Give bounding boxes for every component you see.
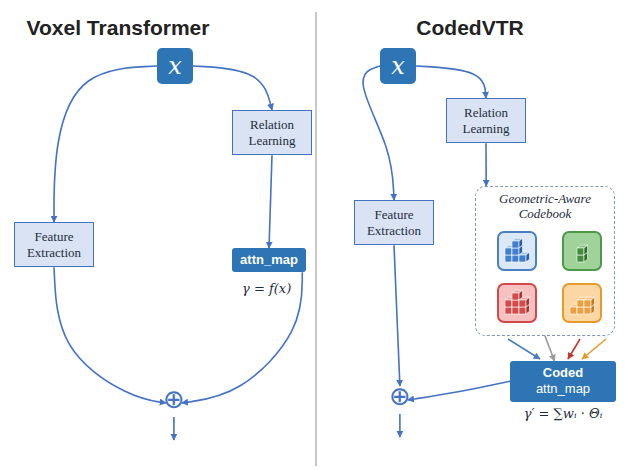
voxel-cube — [591, 297, 595, 307]
voxel-cube — [512, 307, 519, 314]
attention-box: attn_map — [232, 248, 306, 272]
codebook-icons — [498, 232, 601, 322]
codebook-icon — [563, 284, 601, 322]
process-box: Feature Extraction — [14, 222, 94, 267]
formula: γ′ = ∑wᵢ · Θᵢ — [522, 406, 605, 421]
node-text: x — [168, 54, 182, 78]
node-text: Relation Learning — [451, 105, 521, 136]
voxel-cube — [577, 307, 584, 314]
node-text: Feature Extraction — [359, 207, 429, 238]
voxel-cube — [584, 307, 591, 314]
voxel-cube — [577, 255, 584, 262]
voxel-cube — [519, 307, 526, 314]
panel-title: CodedVTR — [414, 16, 525, 40]
flow-arrow — [182, 272, 303, 403]
input-box: x — [380, 48, 416, 84]
node-text: Relation Learning — [237, 117, 307, 148]
flow-arrow — [545, 336, 555, 361]
output-arrow — [399, 414, 401, 437]
codebook-icon — [498, 232, 536, 270]
icon-tile — [563, 284, 601, 322]
input-box: x — [157, 48, 193, 84]
voxel-cube — [570, 307, 577, 314]
node-text: Geometric-Aware Codebook — [482, 192, 608, 222]
flow-arrow — [394, 245, 400, 386]
sum-symbol: ⊕ — [163, 386, 185, 420]
sum-symbol: ⊕ — [389, 383, 411, 417]
flow-arrow — [54, 66, 157, 222]
voxel-cube — [584, 300, 591, 307]
flow-arrow — [363, 66, 394, 200]
voxel-cube — [505, 300, 512, 307]
node-text: attn_map — [514, 381, 612, 397]
node-text: ⊕ — [163, 386, 185, 412]
codebook-icon — [563, 232, 601, 270]
voxel-cube — [512, 248, 519, 255]
flow-arrow — [269, 155, 272, 248]
flow-arrow — [193, 66, 272, 110]
node-text: attn_map — [236, 252, 302, 268]
voxel-cube — [526, 252, 530, 262]
flow-arrow — [54, 267, 166, 403]
icon-tile — [498, 232, 536, 270]
icon-tile — [498, 284, 536, 322]
formula: γ = f(x) — [240, 281, 293, 296]
voxel-cube — [505, 307, 512, 314]
process-box: Relation Learning — [446, 98, 526, 143]
voxel-cube — [519, 255, 526, 262]
node-text: Feature Extraction — [19, 229, 89, 260]
panel-title: Voxel Transformer — [25, 16, 212, 40]
flow-arrow — [485, 143, 487, 186]
attention-box: Codedattn_map — [510, 361, 616, 402]
node-text: x — [391, 54, 405, 78]
code-arrow — [508, 339, 540, 359]
node-text: ⊕ — [389, 383, 411, 409]
codebook-icon — [498, 284, 536, 322]
voxel-cube — [526, 297, 530, 307]
flow-arrow — [416, 66, 486, 98]
voxel-cube — [505, 255, 512, 262]
voxel-cube — [519, 290, 523, 300]
voxel-cube — [519, 300, 526, 307]
voxel-cube — [505, 248, 512, 255]
voxel-cube — [519, 238, 523, 248]
voxel-cube — [584, 245, 588, 255]
icon-tile — [563, 232, 601, 270]
voxel-cube — [577, 300, 584, 307]
voxel-cube — [577, 248, 584, 255]
code-arrow — [582, 339, 606, 359]
voxel-cube — [512, 293, 519, 300]
panel-divider — [315, 12, 317, 466]
voxel-cube — [512, 255, 519, 262]
codebook-region: Geometric-Aware Codebook — [475, 186, 615, 336]
voxel-cube — [512, 241, 519, 248]
process-box: Relation Learning — [232, 110, 312, 155]
voxel-cube — [512, 300, 519, 307]
code-arrow — [568, 339, 580, 359]
output-arrow — [173, 417, 175, 440]
flow-arrow — [408, 381, 510, 400]
node-text: Coded — [514, 365, 612, 381]
process-box: Feature Extraction — [354, 200, 434, 245]
